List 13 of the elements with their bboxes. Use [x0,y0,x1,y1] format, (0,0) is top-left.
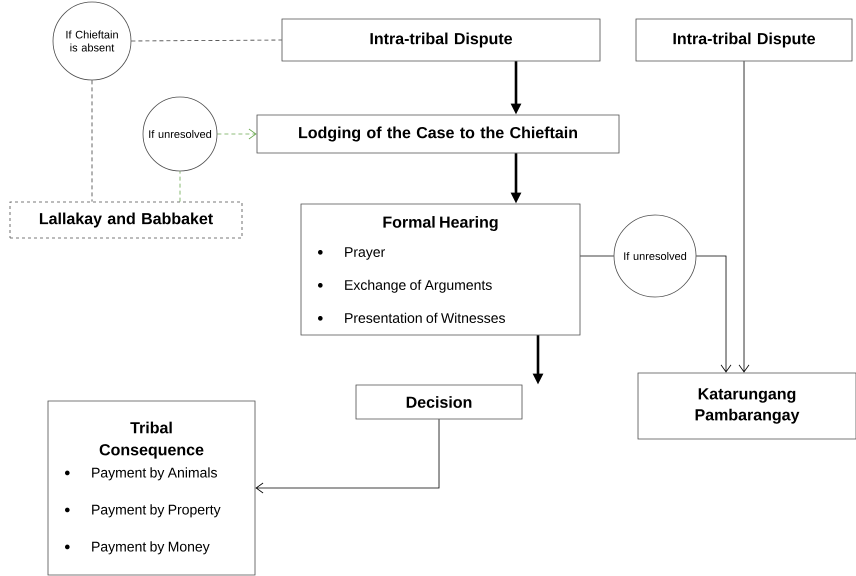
process-box: Katarungang Pambarangay [638,372,856,440]
process-box: Intra-tribal Dispute [636,18,852,62]
process-box: Intra-tribal Dispute [282,18,600,62]
process-box: Decision [356,384,522,420]
arrow [217,128,257,140]
arrow [696,256,732,373]
process-box: Lodging of the Case to the Chieftain [256,114,620,154]
process-box: Formal Hearing Prayer Exchange of Arguments Presentation of Witnesses [300,204,580,336]
arrow [738,61,750,373]
process-box: Tribal Consequence Payment by Animals Payment by Property Payment by Money [48,400,256,576]
arrow [255,419,440,494]
connector-line [131,40,282,42]
process-box: Lallakay and Babbaket [10,202,242,238]
